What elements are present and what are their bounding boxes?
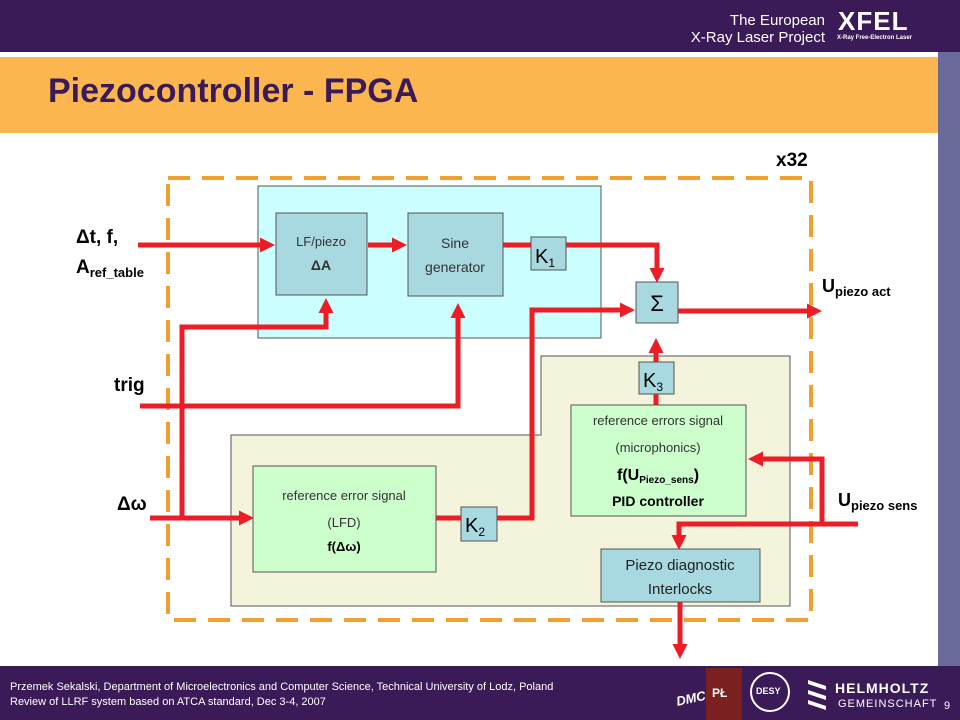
output-act-sub: piezo act [835,284,891,299]
brand-text: The European X-Ray Laser Project [675,12,825,46]
micro-label-4: PID controller [612,493,704,509]
arrow-sens-to-diagnostic [671,521,822,550]
footer-text: Przemek Sekalski, Department of Microele… [10,680,553,710]
aref-main: A [76,257,90,278]
arrow-sens-to-micro [748,451,858,527]
tul-logo-text: PŁ [712,686,728,700]
page-number: 9 [944,700,951,712]
sine-generator-block [407,212,504,297]
k3-label: K3 [643,370,663,394]
sum-block [635,281,679,324]
k3-block [638,361,675,395]
brand-line-1: The European [729,12,825,29]
helmholtz-logo: HELMHOLTZ [835,680,930,696]
footer-author: Przemek Sekalski, Department of Microele… [10,681,554,693]
aref-subscript: ref_table [90,265,144,280]
piezo-diagnostic-block [600,548,761,603]
input-trig-label: trig [114,375,145,396]
lfd-block [252,465,437,573]
k2-block [460,506,498,542]
footer-bar [0,666,960,720]
output-act-u: U [822,276,835,296]
gemeinschaft-logo: GEMEINSCHAFT [838,698,938,710]
micro-label-1: reference errors signal [593,413,723,428]
input-dt-f-label: Δt, f, [76,227,118,248]
desy-logo-text: DESY [756,686,781,696]
arrow-dw-to-lfpiezo [179,298,334,518]
micro-label-3: f(UPiezo_sens) [617,467,699,486]
right-side-bar [938,52,960,667]
xfel-logo-subtitle: X-Ray Free-Electron Laser [837,35,913,41]
fpga-boundary [166,176,813,622]
sine-label-2: generator [425,259,485,275]
output-sens-label: Upiezo sens [838,490,917,513]
lf-piezo-label: LF/piezo [296,234,346,249]
header-bar [0,0,960,52]
lfd-label-3: f(Δω) [327,539,360,554]
title-band [0,57,938,133]
left-strip [0,133,6,666]
k3-letter: K [643,370,657,392]
output-sens-sub: piezo sens [851,498,917,513]
k3-subscript: 3 [656,380,663,394]
lf-piezo-block [275,212,368,296]
microphonics-block [570,404,747,517]
micro-f-close: ) [694,467,699,484]
tul-logo: PŁ [706,668,742,720]
micro-f-open: f(U [617,467,639,484]
diag-label-2: Interlocks [648,581,712,598]
output-sens-u: U [838,490,851,510]
helmholtz-mark-icon [808,680,826,710]
diag-label-1: Piezo diagnostic [625,557,735,574]
multiplicity-label: x32 [776,150,808,171]
desy-logo: DESY [750,672,790,712]
input-dw-label: Δω [117,494,147,515]
lf-piezo-delta-a: ΔA [311,257,331,273]
micro-f-subscript: Piezo_sens [639,475,694,486]
output-act-label: Upiezo act [822,276,891,299]
lfd-label-1: reference error signal [282,488,406,503]
micro-label-2: (microphonics) [615,440,700,455]
slide-title: Piezocontroller - FPGA [48,72,419,110]
k1-letter: K [535,246,549,268]
k1-label: K1 [535,246,555,270]
brand-line-2: X-Ray Laser Project [690,29,825,46]
arrow-trig-to-sine [140,303,466,409]
k1-block [530,236,567,271]
k2-subscript: 2 [478,525,485,539]
sum-symbol: Σ [650,291,664,316]
input-aref-label: Aref_table [76,257,144,280]
xfel-logo: XFEL [838,6,909,36]
k2-letter: K [465,515,479,537]
k1-subscript: 1 [548,256,555,270]
k2-label: K2 [465,515,485,539]
lfd-label-2: (LFD) [327,515,360,530]
sine-label-1: Sine [441,235,469,251]
footer-event: Review of LLRF system based on ATCA stan… [10,696,326,708]
